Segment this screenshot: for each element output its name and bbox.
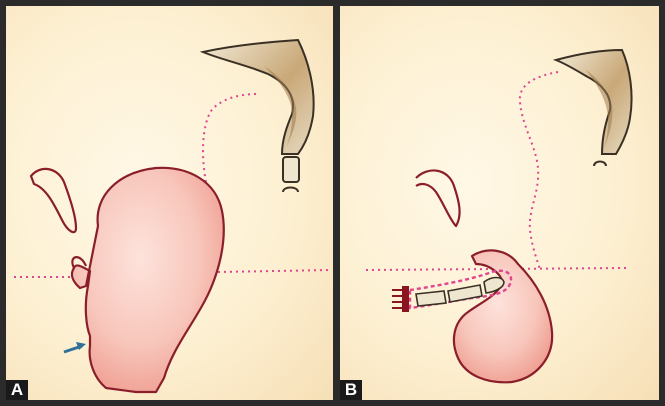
- small-loop-outline: [416, 170, 460, 226]
- bone-shape: [203, 40, 314, 154]
- wavy-dotted-line: [520, 72, 558, 270]
- panel-label-a: A: [6, 380, 28, 400]
- bone-shape: [556, 50, 632, 154]
- bone-tip: [283, 157, 299, 182]
- panel-label-b: B: [340, 380, 362, 400]
- tube-segment-1: [416, 291, 446, 306]
- bone-fragment: [283, 188, 298, 193]
- curved-dotted-line: [203, 94, 258, 182]
- panel-a: A: [6, 6, 333, 400]
- arrow-icon: [64, 342, 86, 352]
- clamp-icon: [392, 286, 409, 312]
- small-loop-outline: [31, 169, 76, 232]
- panel-a-drawing: [6, 6, 333, 400]
- panel-b-drawing: [340, 6, 659, 400]
- tube-segment-2: [448, 285, 482, 302]
- horizontal-dotted-line-right: [218, 270, 331, 272]
- panel-b: B: [340, 6, 659, 400]
- large-tissue-shape: [72, 168, 224, 392]
- bone-fragment: [594, 162, 606, 167]
- tissue-shape: [454, 250, 552, 382]
